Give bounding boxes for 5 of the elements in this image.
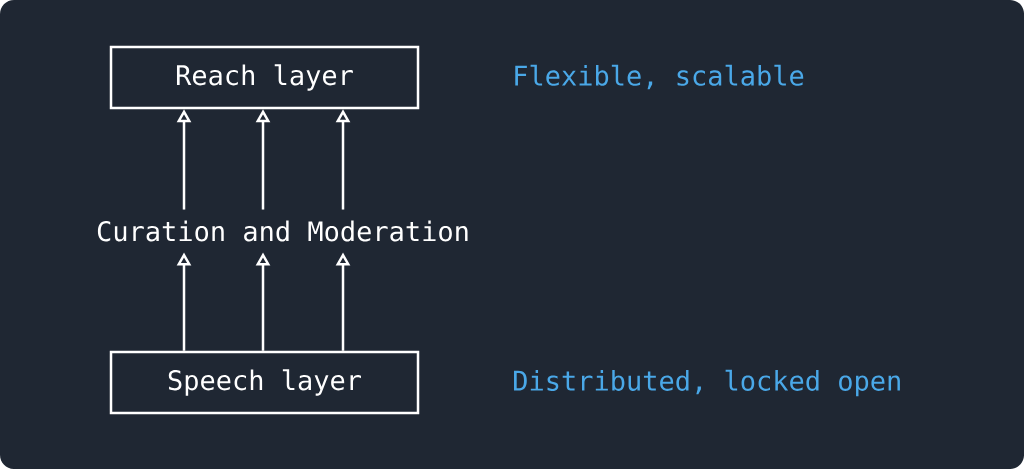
layer-box: Reach layer	[109, 45, 420, 110]
layer-box: Speech layer	[109, 350, 420, 415]
annotation-text: Distributed, locked open	[514, 369, 900, 397]
annotation-text: Flexible, scalable	[515, 64, 804, 90]
layer-label: Curation and Moderation	[97, 220, 468, 242]
